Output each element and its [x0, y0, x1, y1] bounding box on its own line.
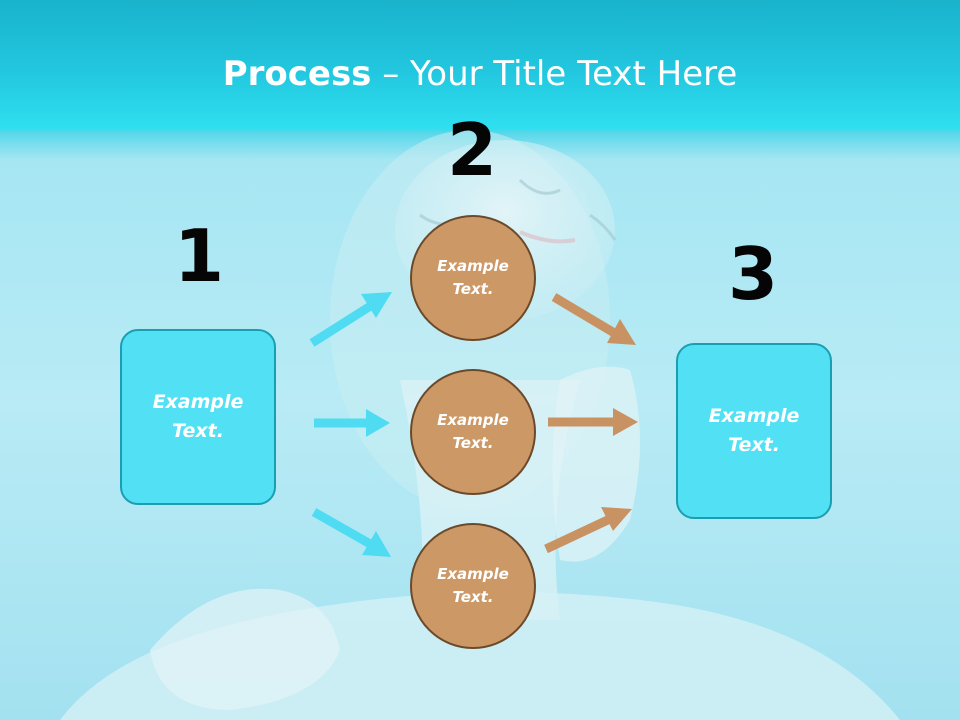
title-bold: Process — [222, 54, 372, 94]
step-number-2: 2 — [446, 108, 498, 192]
process-circle-top[interactable]: Example Text. — [410, 215, 536, 341]
step-3-text: Example Text. — [708, 405, 800, 456]
step-number-1: 1 — [173, 214, 225, 298]
step-3-box[interactable]: Example Text. — [676, 343, 832, 519]
circle-bottom-text: Example Text. — [437, 565, 509, 606]
step-number-3: 3 — [727, 232, 779, 316]
arrow-cyan-down — [311, 508, 391, 557]
process-circle-middle[interactable]: Example Text. — [410, 369, 536, 495]
arrow-tan-up — [544, 507, 632, 554]
title-rest: – Your Title Text Here — [371, 54, 738, 94]
arrow-cyan-up — [309, 292, 392, 347]
process-circle-bottom[interactable]: Example Text. — [410, 523, 536, 649]
header-band — [0, 0, 960, 130]
step-1-box[interactable]: Example Text. — [120, 329, 276, 505]
circle-top-text: Example Text. — [437, 257, 509, 298]
circle-middle-text: Example Text. — [437, 411, 509, 452]
arrow-cyan-right — [314, 409, 390, 437]
arrow-tan-down — [551, 293, 636, 345]
step-1-text: Example Text. — [152, 391, 244, 442]
arrow-tan-right — [548, 408, 638, 436]
slide-title: Process – Your Title Text Here — [0, 52, 960, 96]
